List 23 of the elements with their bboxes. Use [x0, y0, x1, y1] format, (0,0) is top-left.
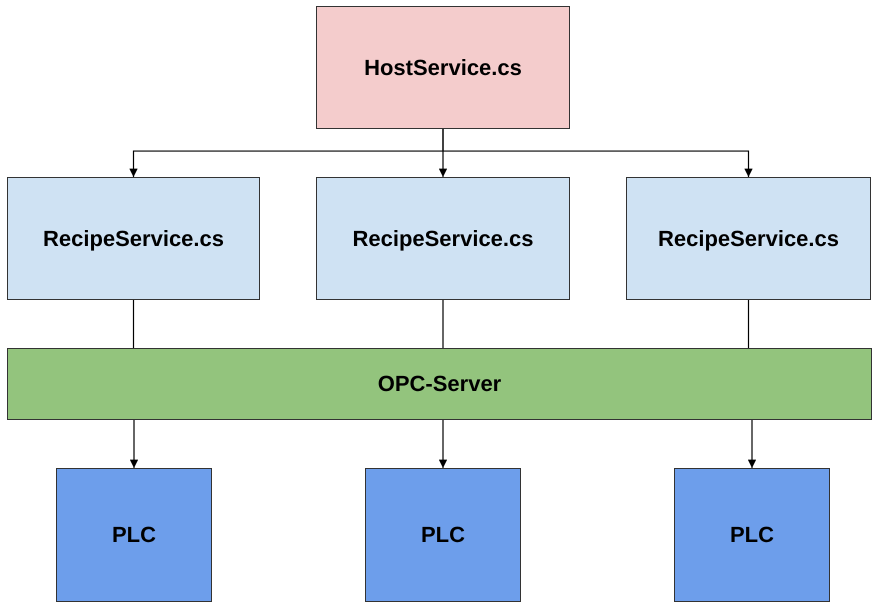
- service-box: [316, 177, 570, 300]
- arrow: [442, 129, 753, 177]
- node-label: PLC: [112, 522, 156, 548]
- node-label: RecipeService.cs: [352, 226, 534, 252]
- host-box: [316, 6, 570, 129]
- node-label: RecipeService.cs: [658, 226, 840, 252]
- connector-line: [748, 300, 750, 348]
- arrow: [748, 420, 756, 468]
- node-label: RecipeService.cs: [42, 226, 224, 252]
- node-label: PLC: [730, 522, 774, 548]
- plc-box: [674, 468, 830, 602]
- plc-box: [365, 468, 521, 602]
- service-box: [7, 177, 260, 300]
- server-band: [7, 348, 872, 420]
- node-label: PLC: [421, 522, 465, 548]
- connector-line: [132, 300, 134, 348]
- service-box: [626, 177, 871, 300]
- node-label: OPC-Server: [378, 371, 502, 397]
- node-label: HostService.cs: [364, 54, 522, 80]
- plc-box: [56, 468, 212, 602]
- connector-line: [442, 300, 444, 348]
- arrow: [130, 420, 138, 468]
- arrow: [438, 420, 448, 468]
